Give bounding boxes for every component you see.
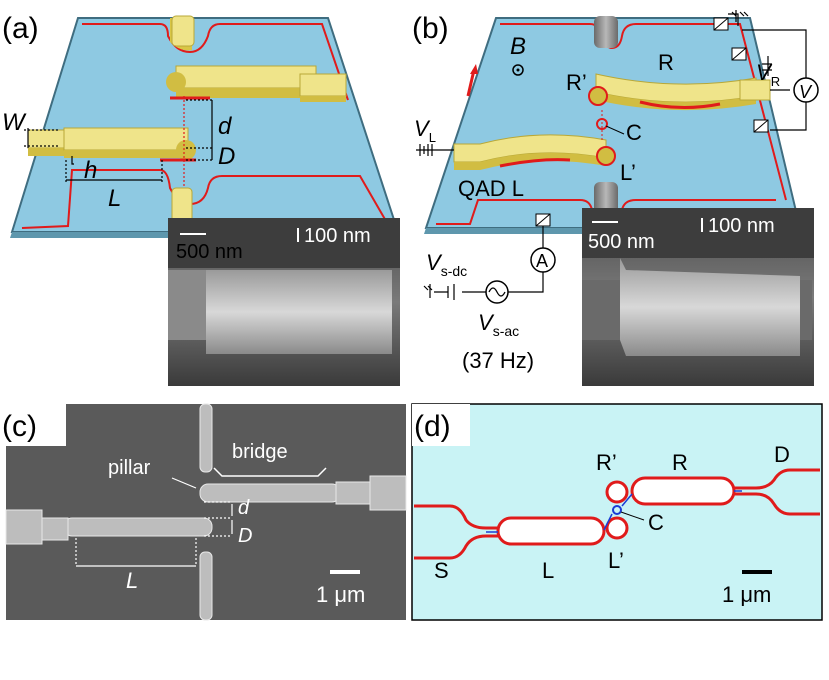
tunnel-links-d [486,490,742,533]
panel-d-bg [411,403,823,621]
label-Vsac: Vs-ac [478,310,519,339]
label-C: C [626,120,642,145]
top-gate-b [594,16,618,48]
label-bg-c [6,404,66,446]
panel-d-label: (d) [414,410,451,443]
top-gate-a [170,15,195,51]
label-d-D: D [774,442,790,467]
label-d-C: C [648,510,664,535]
dimension-lines-c [75,501,233,567]
bridge-R [588,73,771,111]
current-arrow [466,69,476,97]
label-QAD-L: QAD L [458,176,524,201]
lower-bridge-a [27,127,196,162]
sem-scale-b2: 100 nm [708,215,775,237]
label-pillar: pillar [108,457,151,479]
label-VL: VL [414,116,436,145]
label-c-D: D [238,525,252,547]
label-R: R [658,50,674,75]
label-h: h [84,157,97,184]
sem-inset-b: 500 nm 100 nm [582,208,814,386]
sem-inset-a: 500 nm 100 nm [168,218,400,386]
panel-d: (d) R’ R D S L C L’ 1 μm [411,403,823,621]
label-d-L-prime: L’ [608,548,624,573]
b-field-icon [512,64,524,76]
label-bridge: bridge [232,441,288,463]
dimension-lines-a [24,96,213,186]
panel-b: B V [412,10,819,386]
voltmeter-circuit [728,13,807,131]
sem-structures-c [5,403,407,621]
outline-d [414,468,820,560]
scale-label-d: 1 μm [722,582,771,607]
label-freq: (37 Hz) [462,348,534,373]
label-W: W [2,109,27,136]
ammeter-label: A [536,251,548,271]
panel-c-label: (c) [2,410,37,443]
label-L-prime: L’ [620,160,636,185]
label-d-L: L [542,558,554,583]
label-B: B [510,33,526,60]
label-VR: VR [756,60,780,89]
sem-scale-b1: 500 nm [588,231,655,253]
bias-circuit [423,226,544,300]
dot-C-d [612,505,622,515]
switch-icons-b [535,17,769,227]
label-c-d: d [238,497,250,519]
label-Vsdc: Vs-dc [426,250,467,279]
label-d-S: S [434,558,449,583]
panel-c: (c) pillar bridge d D L 1 μm [2,403,407,621]
sem-scale-a2: 100 nm [304,225,371,247]
label-d-R-prime: R’ [596,450,617,475]
label-D: D [218,143,235,170]
panel-a-label: (a) [2,12,39,45]
voltmeter-label: V [799,82,813,102]
voltmeter-icon [793,77,819,103]
label-d-R: R [672,450,688,475]
upper-bridge-a [166,65,347,102]
ground-symbols-b [416,10,772,156]
label-c-L: L [126,568,138,593]
scale-label-c: 1 μm [316,582,365,607]
ammeter-icon [530,247,556,273]
bridge-L [453,134,616,170]
label-L: L [108,185,121,212]
sem-scale-a1: 500 nm [176,241,243,263]
panel-b-label: (b) [412,12,449,45]
label-R-prime: R’ [566,70,587,95]
panel-a: (a) W h L d D 500 nm 100 nm [2,12,400,386]
label-d: d [218,113,232,140]
